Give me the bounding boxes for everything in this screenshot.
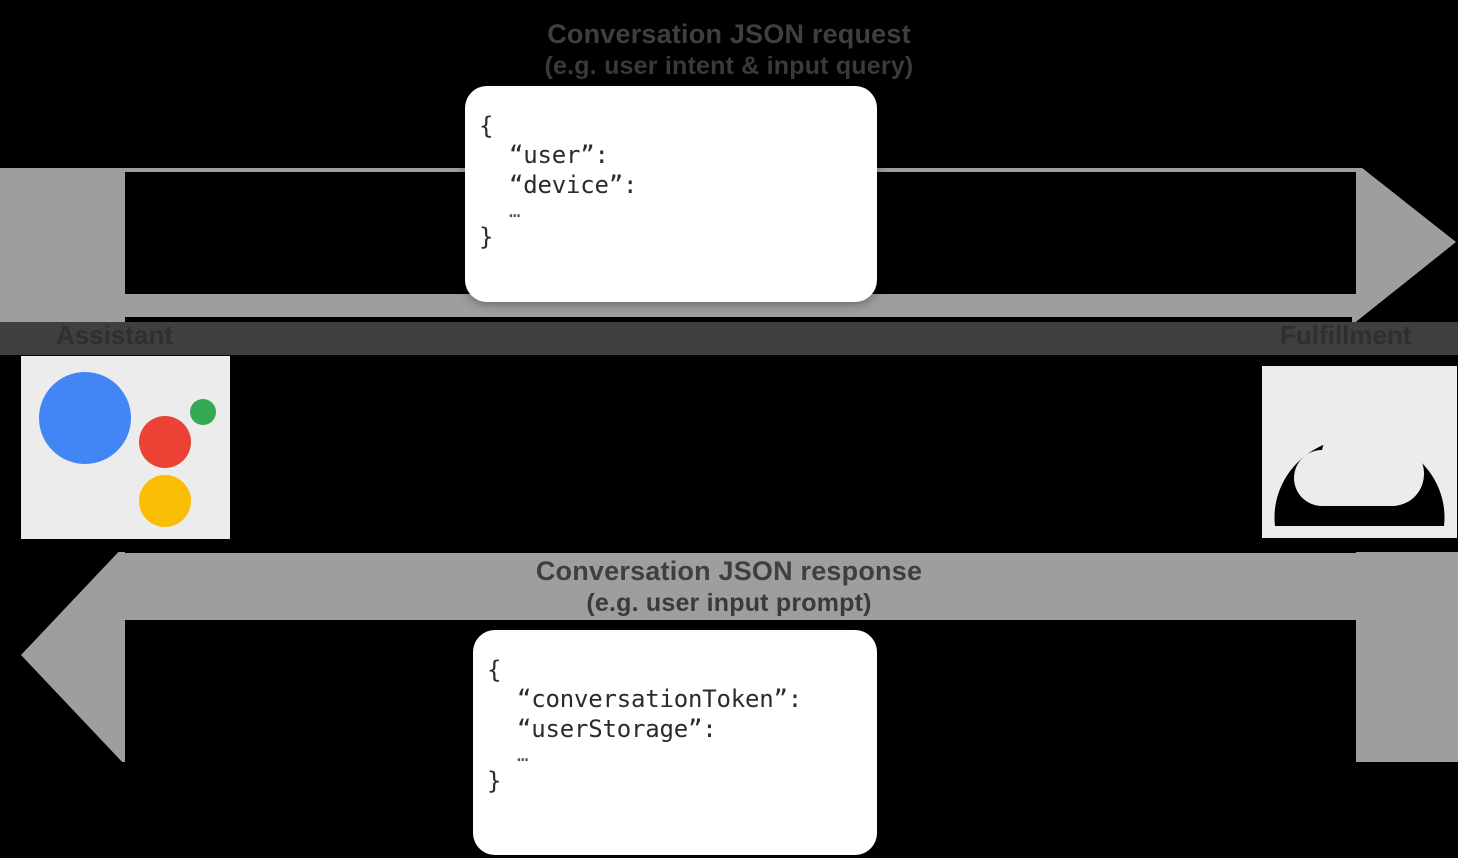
endpoint-label-band	[0, 322, 1458, 355]
assistant-endpoint-label: Assistant	[56, 320, 174, 350]
response-label-line2: (e.g. user input prompt)	[586, 588, 872, 617]
response-arrow-head-left	[21, 545, 125, 765]
cloud-icon	[1262, 366, 1457, 538]
request-arrow-head-right	[1352, 160, 1456, 325]
json-key-user: “user”:	[509, 141, 609, 170]
json-ellipsis: …	[517, 743, 531, 766]
request-label-line2: (e.g. user intent & input query)	[544, 51, 914, 80]
right-gray-strip-bottom	[1356, 552, 1458, 762]
response-label-line1: Conversation JSON response	[535, 556, 923, 586]
response-json-card: { “conversationToken”: “userStorage”: … …	[473, 630, 877, 855]
json-close-brace: }	[487, 766, 502, 795]
json-open-brace: {	[479, 112, 494, 140]
json-close-brace: }	[479, 222, 494, 251]
google-assistant-icon	[21, 356, 230, 539]
request-json-code: { “user”: “device”: … }	[465, 86, 877, 278]
left-gray-strip-top	[0, 168, 125, 322]
lower-gap-band	[0, 540, 1458, 552]
fulfillment-endpoint-tile[interactable]	[1262, 366, 1457, 538]
json-key-conversation-token: “conversationToken”:	[517, 685, 802, 714]
response-json-code: { “conversationToken”: “userStorage”: … …	[473, 630, 877, 822]
json-ellipsis: …	[509, 199, 523, 222]
request-json-card: { “user”: “device”: … }	[465, 86, 877, 302]
request-label: Conversation JSON request (e.g. user int…	[0, 18, 1458, 81]
response-label: Conversation JSON response (e.g. user in…	[0, 555, 1458, 618]
assistant-endpoint-tile[interactable]	[21, 356, 230, 539]
json-key-user-storage: “userStorage”:	[517, 714, 717, 743]
request-label-line1: Conversation JSON request	[547, 19, 911, 49]
center-black-band	[231, 355, 1262, 540]
json-open-brace: {	[487, 656, 502, 684]
fulfillment-endpoint-label: Fulfillment	[1280, 320, 1412, 350]
json-key-device: “device”:	[509, 170, 638, 199]
